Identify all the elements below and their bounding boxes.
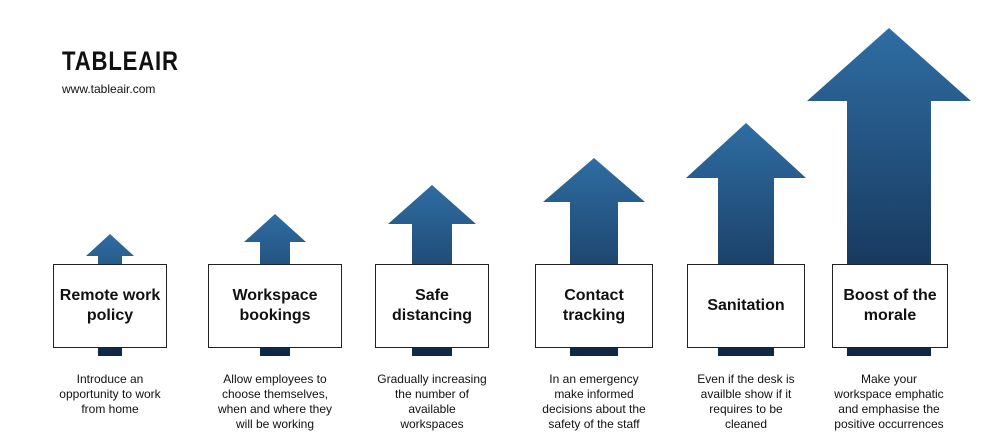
step-title: Boost of the morale <box>843 287 937 324</box>
step-card-remote-work-policy: Remote work policy <box>53 264 167 348</box>
step-title: Sanitation <box>707 297 785 314</box>
step-title: Workspace bookings <box>232 287 318 324</box>
step-description: Allow employees to choose themselves, wh… <box>217 372 333 431</box>
step-title: Contact tracking <box>562 287 626 324</box>
step-card-sanitation: Sanitation <box>687 264 805 348</box>
step-description: In an emergency make informed decisions … <box>542 372 646 431</box>
step-card-workspace-bookings: Workspace bookings <box>208 264 342 348</box>
step-description: Even if the desk is availble show if it … <box>697 372 795 431</box>
step-description: Gradually increasing the number of avail… <box>377 372 487 431</box>
arrow-sanitation <box>686 123 806 356</box>
step-description: Introduce an opportunity to work from ho… <box>59 372 161 416</box>
step-card-safe-distancing: Safe distancing <box>375 264 489 348</box>
tableair-logo: TABLEAIR <box>62 44 182 80</box>
step-description: Make your workspace emphatic and emphasi… <box>834 372 944 431</box>
step-card-contact-tracking: Contact tracking <box>535 264 653 348</box>
step-title: Safe distancing <box>391 287 472 324</box>
website-url: www.tableair.com <box>62 82 156 96</box>
step-card-boost-of-morale: Boost of the morale <box>832 264 948 348</box>
logo-wordmark: TABLEAIR <box>62 46 179 76</box>
arrow-contact-tracking <box>543 158 645 356</box>
step-title: Remote work policy <box>59 287 161 324</box>
